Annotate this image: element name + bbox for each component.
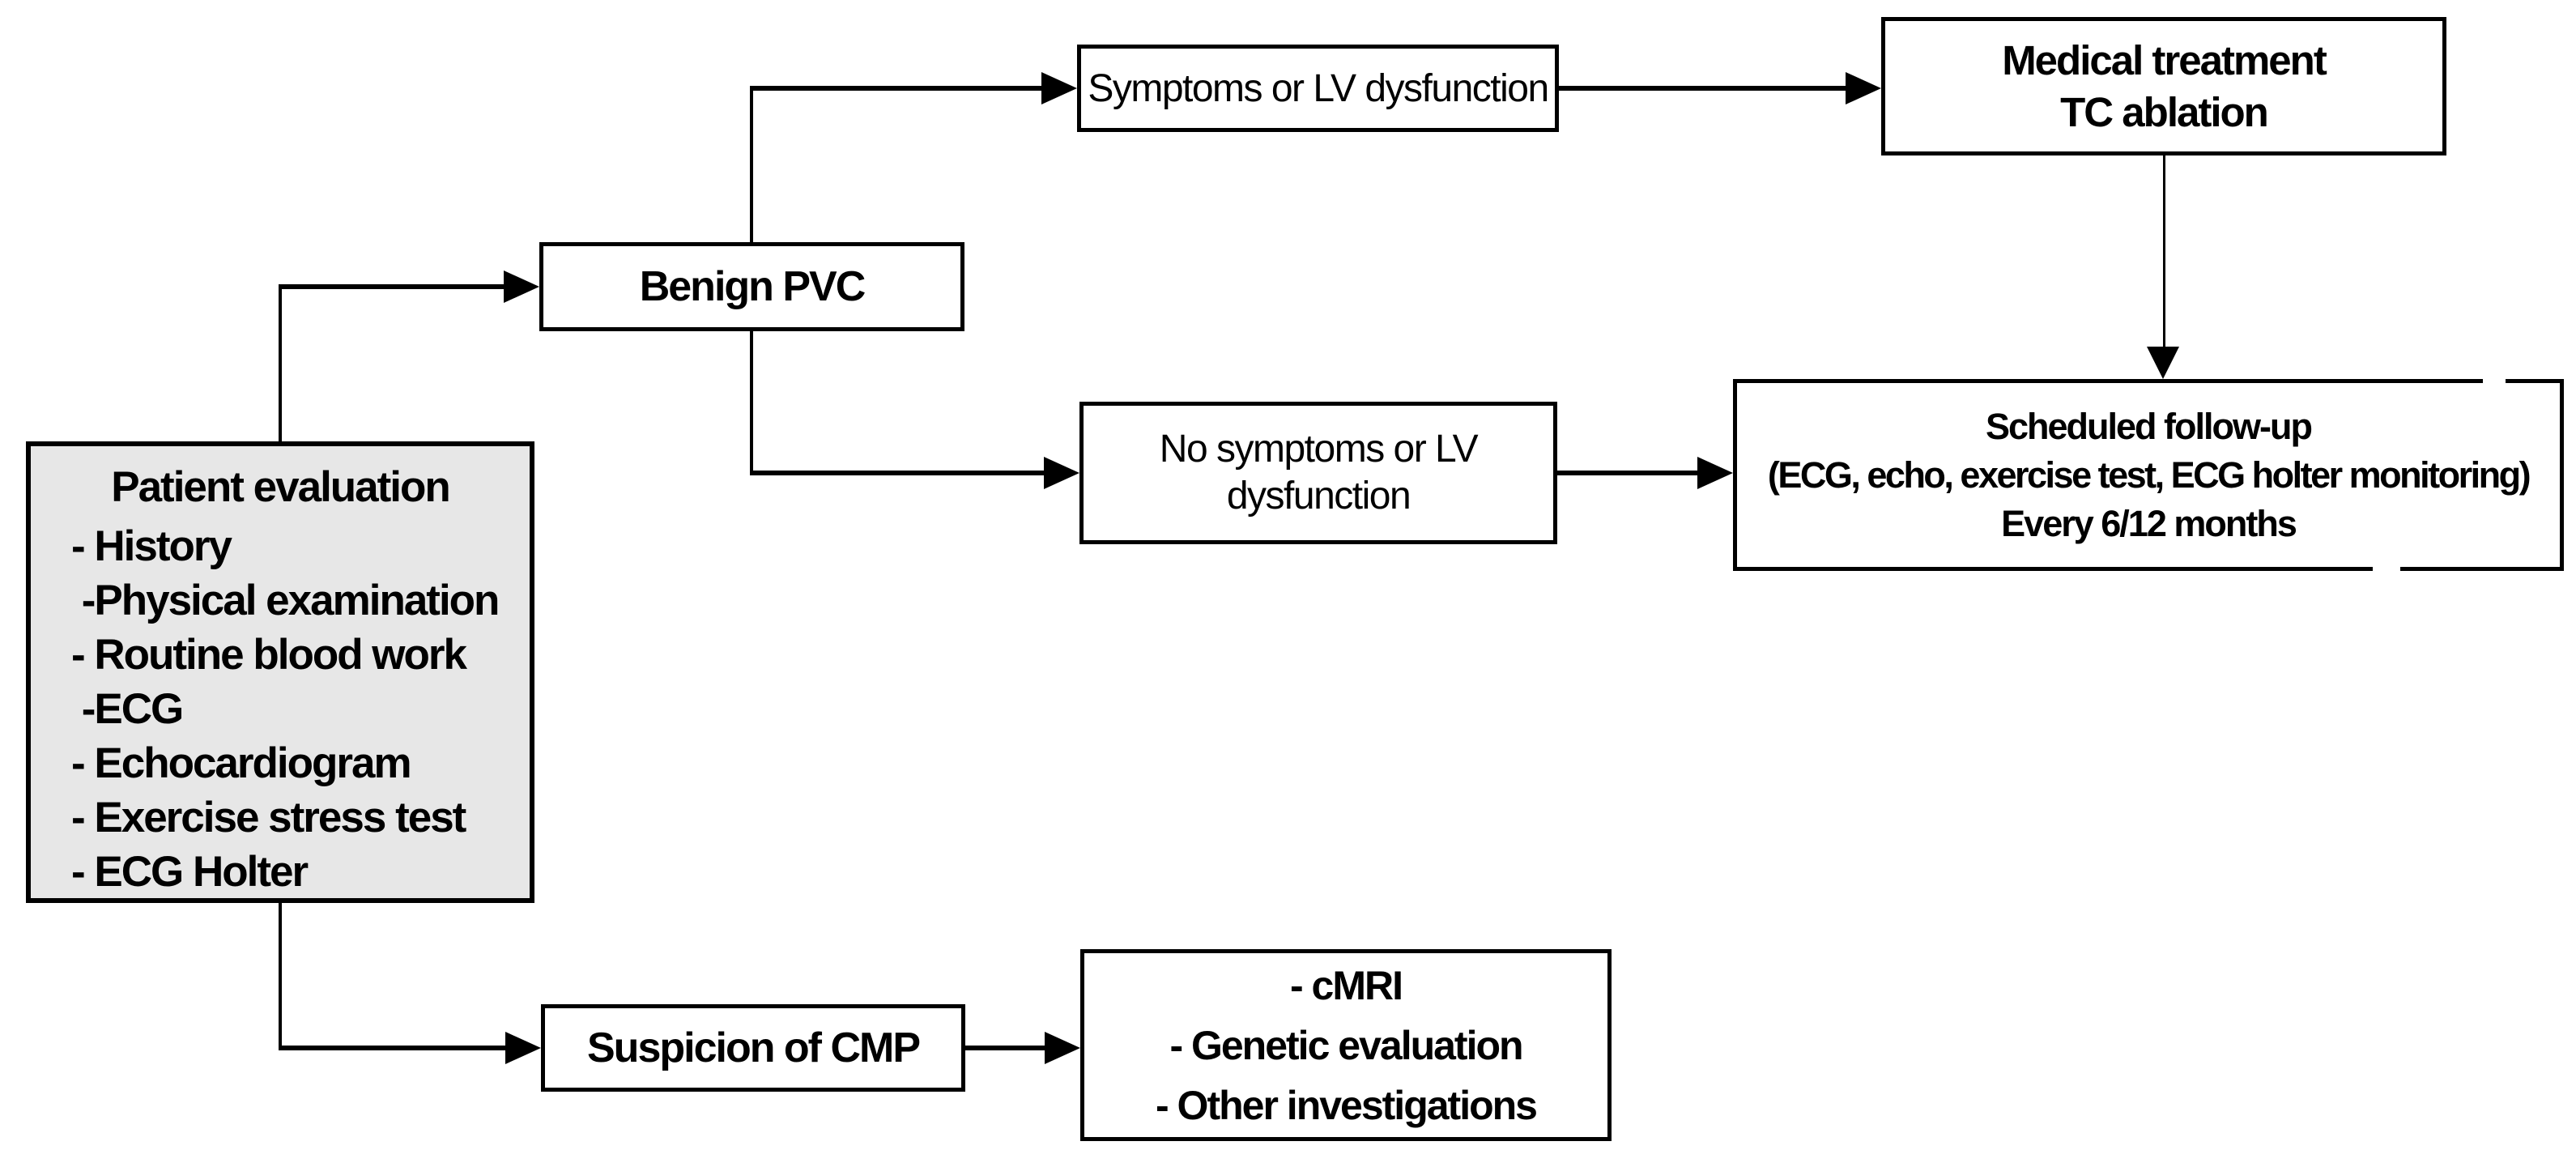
medical-treatment-node: Medical treatment TC ablation [1881,17,2446,155]
patient-evaluation-item: - Exercise stress test [71,794,466,841]
arrowhead-into-followup-left [1697,457,1733,489]
connector-benign-to-nosymptoms-vertical [750,331,753,471]
arrowhead-into-symptoms [1041,72,1077,104]
connector-suspicion-to-investigations [965,1046,1045,1050]
investigations-item: - cMRI [1290,962,1403,1008]
investigations-node: - cMRI - Genetic evaluation - Other inve… [1080,949,1612,1141]
arrowhead-into-suspicion-cmp [505,1032,541,1064]
benign-pvc-label: Benign PVC [639,263,866,310]
patient-evaluation-item: - History [71,522,232,570]
patient-evaluation-title: Patient evaluation [111,463,451,511]
arrowhead-into-benign-pvc [504,270,539,303]
connector-benign-to-symptoms-vertical [750,88,753,242]
patient-evaluation-item: -ECG [71,685,185,733]
patient-evaluation-item: -Physical examination [71,577,500,624]
benign-pvc-node: Benign PVC [539,242,964,331]
connector-benign-to-nosymptoms-horizontal [750,471,1044,475]
no-symptoms-line2: dysfunction [1226,475,1411,517]
connector-benign-to-symptoms-horizontal [750,86,1041,91]
scheduled-followup-line3: Every 6/12 months [2001,502,2297,544]
border-artifact-gap-bottom [2373,565,2400,576]
symptoms-lv-dysfunction-node: Symptoms or LV dysfunction [1077,45,1559,132]
scheduled-followup-line1: Scheduled follow-up [1986,405,2313,447]
patient-evaluation-node: Patient evaluation - History -Physical e… [26,441,534,903]
connector-symptoms-to-medical [1559,86,1846,91]
medical-treatment-line2: TC ablation [2060,88,2269,135]
patient-evaluation-item: - Echocardiogram [71,739,412,787]
border-artifact-gap-top [2483,376,2506,387]
medical-treatment-line1: Medical treatment [2002,36,2327,83]
suspicion-cmp-label: Suspicion of CMP [587,1024,921,1071]
symptoms-lv-dysfunction-label: Symptoms or LV dysfunction [1088,66,1549,110]
no-symptoms-node: No symptoms or LV dysfunction [1079,402,1557,544]
arrowhead-into-no-symptoms [1044,457,1079,489]
connector-patient-to-suspicion-horizontal [279,1046,505,1050]
connector-patient-to-benign-horizontal [279,284,504,289]
investigations-item: - Other investigations [1156,1082,1538,1128]
scheduled-followup-node: Scheduled follow-up (ECG, echo, exercise… [1733,379,2564,571]
arrowhead-into-investigations [1045,1032,1080,1064]
connector-patient-to-benign-vertical [279,287,282,441]
suspicion-cmp-node: Suspicion of CMP [541,1004,965,1092]
arrowhead-into-followup-top [2147,347,2179,379]
patient-evaluation-item: - Routine blood work [71,631,467,679]
investigations-item: - Genetic evaluation [1169,1022,1523,1068]
connector-medical-to-followup [2163,155,2165,347]
patient-evaluation-item: - ECG Holter [71,848,309,896]
scheduled-followup-line2: (ECG, echo, exercise test, ECG holter mo… [1767,454,2531,496]
arrowhead-into-medical-treatment [1846,72,1881,104]
connector-nosymptoms-to-followup [1557,471,1697,475]
no-symptoms-line1: No symptoms or LV [1159,428,1479,471]
connector-patient-to-suspicion-vertical [279,903,282,1048]
